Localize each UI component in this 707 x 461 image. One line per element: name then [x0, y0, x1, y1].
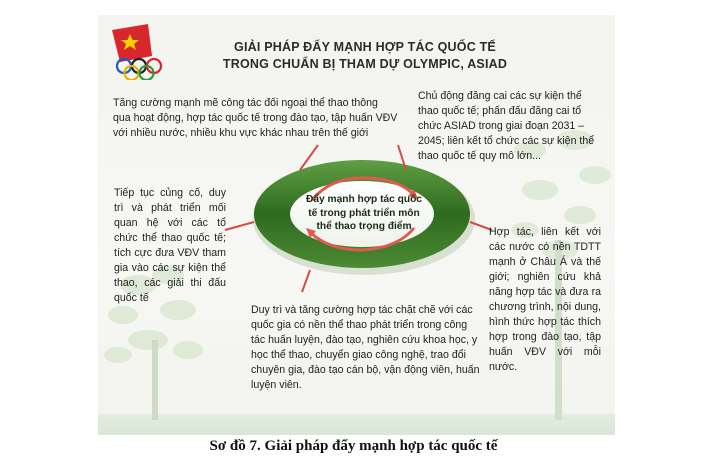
- diagram-title-line1: GIẢI PHÁP ĐẨY MẠNH HỢP TÁC QUỐC TẾ: [234, 40, 496, 54]
- cycle-arrow-top: [310, 176, 416, 201]
- block-top-left: Tăng cường mạnh mẽ công tác đối ngoại th…: [113, 97, 398, 139]
- arrow-head-bottom-icon: [306, 228, 316, 238]
- arrow-head-top-icon: [408, 189, 418, 199]
- tree-left-decoration: [104, 266, 203, 420]
- star-icon: [121, 34, 139, 50]
- slide-footer-band: [98, 414, 615, 435]
- block-right: Hợp tác, liên kết với các nước có nền TD…: [489, 226, 601, 373]
- connector-left: [224, 221, 255, 231]
- cycle-arrow-bottom: [308, 227, 416, 252]
- center-label: Đẩy mạnh hợp tác quốc tế trong phát triể…: [306, 194, 422, 232]
- block-bottom: Duy trì và tăng cường hợp tác chặt chẽ v…: [251, 304, 480, 391]
- connector-top-right: [397, 144, 407, 171]
- connector-right: [469, 221, 493, 231]
- block-top-right: Chủ động đăng cai các sự kiện thể thao q…: [418, 90, 595, 162]
- connector-top-left: [299, 144, 319, 171]
- block-left: Tiếp tục củng cố, duy trì và phát triển …: [114, 187, 226, 304]
- vietnam-olympic-logo: [112, 24, 163, 80]
- ring-inner: [290, 181, 434, 247]
- diagram-title-line2: TRONG CHUẨN BỊ THAM DỰ OLYMPIC, ASIAD: [222, 57, 508, 71]
- tree-right-decoration: [511, 130, 611, 420]
- figure-caption: Sơ đồ 7. Giải pháp đẩy mạnh hợp tác quốc…: [209, 438, 498, 454]
- connector-bottom: [301, 269, 311, 293]
